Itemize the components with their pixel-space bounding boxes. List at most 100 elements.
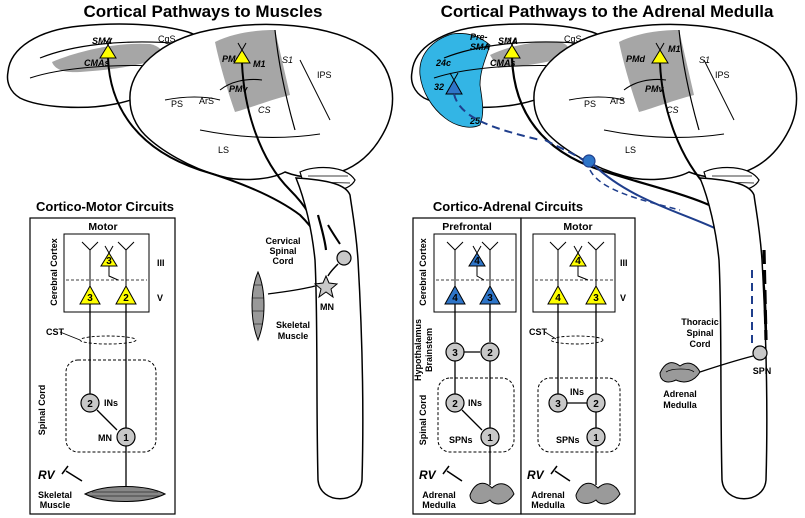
motor-cst: CST (46, 327, 65, 337)
right-label-ips: IPS (715, 70, 730, 80)
right-lateral-gray (619, 30, 694, 112)
left-brain (6, 23, 394, 193)
prefrontal-ins: INs (468, 398, 482, 408)
left-label-m1: M1 (253, 59, 266, 69)
left-label-pmv: PMv (229, 84, 249, 94)
left-mn-star (313, 274, 339, 299)
left-label-s1: S1 (282, 55, 293, 65)
right-label-sma: SMA (498, 36, 518, 46)
motor-layer-iii: III (157, 258, 165, 268)
motor-muscle-2: Muscle (40, 500, 71, 510)
left-skeletal-muscle (251, 270, 265, 342)
adrenal-motor-cst: CST (529, 327, 548, 337)
right-prefrontal-blue-path (453, 93, 541, 141)
motor-spinal-label: Spinal Cord (37, 385, 47, 436)
right-hypothalamus-node (582, 154, 596, 168)
right-label-presma-2: SMA (470, 42, 490, 52)
prefrontal-n-right: 3 (487, 293, 493, 304)
right-label-24c: 24c (435, 58, 451, 68)
right-label-cmas: CMAs (490, 58, 516, 68)
left-label-sma: SMA (92, 36, 112, 46)
prefrontal-spns: SPNs (449, 435, 473, 445)
motor-box-title: Motor (88, 221, 117, 233)
motor-n-mn: 1 (123, 433, 129, 444)
adrenal-motor-n-right: 3 (593, 293, 599, 304)
right-label-cs: CS (666, 105, 679, 115)
right-adrenal-drawing (659, 362, 701, 383)
right-thoracic-1: Thoracic (681, 317, 719, 327)
left-label-cs: CS (258, 105, 271, 115)
right-spinal-cord (698, 177, 768, 500)
left-cervical-1: Cervical (265, 236, 300, 246)
adrenal-motor-rv: RV (527, 468, 545, 482)
right-thoracic-3: Cord (690, 339, 711, 349)
right-label-pmv: PMv (645, 84, 665, 94)
motor-muscle-drawing (83, 486, 167, 502)
right-adrenal-1: Adrenal (663, 389, 697, 399)
right-label-s1: S1 (699, 55, 710, 65)
prefrontal-adrenal-2: Medulla (422, 500, 456, 510)
motor-rv: RV (38, 468, 56, 482)
adrenal-motor-n-upper: 4 (575, 256, 581, 267)
right-title: Cortical Pathways to the Adrenal Medulla (441, 2, 774, 21)
motor-n-left: 3 (87, 293, 93, 304)
motor-muscle-1: Skeletal (38, 490, 72, 500)
motor-layer-v: V (157, 293, 163, 303)
right-label-32: 32 (434, 82, 444, 92)
adrenal-motor-n-left: 4 (555, 293, 561, 304)
right-label-pmd: PMd (626, 54, 646, 64)
left-label-ls: LS (218, 145, 229, 155)
left-label-cmas: CMAs (84, 58, 110, 68)
right-label-cgs: CgS (564, 34, 582, 44)
prefrontal-spinal-label: Spinal Cord (418, 395, 428, 446)
adrenal-motor-v: V (620, 293, 626, 303)
prefrontal-adrenal-drawing (469, 482, 515, 505)
prefrontal-hypo-2: Brainstem (424, 328, 434, 372)
adrenal-motor-adrenal-drawing (575, 482, 621, 505)
left-title: Cortical Pathways to Muscles (83, 2, 322, 21)
prefrontal-box-title: Prefrontal (442, 221, 492, 233)
left-label-ars: ArS (199, 96, 214, 106)
motor-cortex-box (63, 233, 150, 313)
prefrontal-adrenal-1: Adrenal (422, 490, 456, 500)
adrenal-motor-n-in-right: 2 (593, 399, 599, 410)
right-thoracic-2: Spinal (686, 328, 713, 338)
adrenal-motor-iii: III (620, 258, 628, 268)
motor-neurons (79, 241, 137, 305)
right-adrenal-2: Medulla (663, 400, 697, 410)
prefrontal-hypo-1: Hypothalamus (413, 319, 423, 381)
right-label-25: 25 (469, 116, 481, 126)
right-spn-label: SPN (753, 366, 772, 376)
right-brain (410, 23, 798, 193)
left-cervical-2: Spinal (269, 246, 296, 256)
adrenal-motor-n-spn: 1 (593, 433, 599, 444)
prefrontal-n-in: 2 (452, 399, 458, 410)
adrenal-motor-n-in-left: 3 (555, 399, 561, 410)
prefrontal-n-hypo-left: 3 (452, 348, 458, 359)
adrenal-section-title: Cortico-Adrenal Circuits (433, 199, 583, 214)
adrenal-motor-spns: SPNs (556, 435, 580, 445)
left-cord-interneuron (336, 250, 352, 266)
right-label-ls: LS (625, 145, 636, 155)
left-label-cgs: CgS (158, 34, 176, 44)
left-label-pmd: PMd (222, 54, 242, 64)
prefrontal-n-upper: 4 (474, 256, 480, 267)
prefrontal-cortex-label: Cerebral Cortex (418, 238, 428, 306)
left-label-ps: PS (171, 99, 183, 109)
motor-ins-label: INs (104, 398, 118, 408)
prefrontal-rv: RV (419, 468, 437, 482)
adrenal-motor-adrenal-2: Medulla (531, 500, 565, 510)
right-prefrontal-cyan (419, 33, 491, 128)
right-label-ps: PS (584, 99, 596, 109)
left-label-ips: IPS (317, 70, 332, 80)
motor-n-right: 2 (123, 293, 129, 304)
motor-n-in: 2 (87, 399, 93, 410)
left-muscle-2: Muscle (278, 331, 309, 341)
right-label-ars: ArS (610, 96, 625, 106)
motor-n-upper: 3 (106, 256, 112, 267)
left-cervical-3: Cord (273, 256, 294, 266)
right-label-presma-1: Pre- (470, 32, 488, 42)
prefrontal-n-left: 4 (452, 293, 458, 304)
prefrontal-n-spn: 1 (487, 433, 493, 444)
